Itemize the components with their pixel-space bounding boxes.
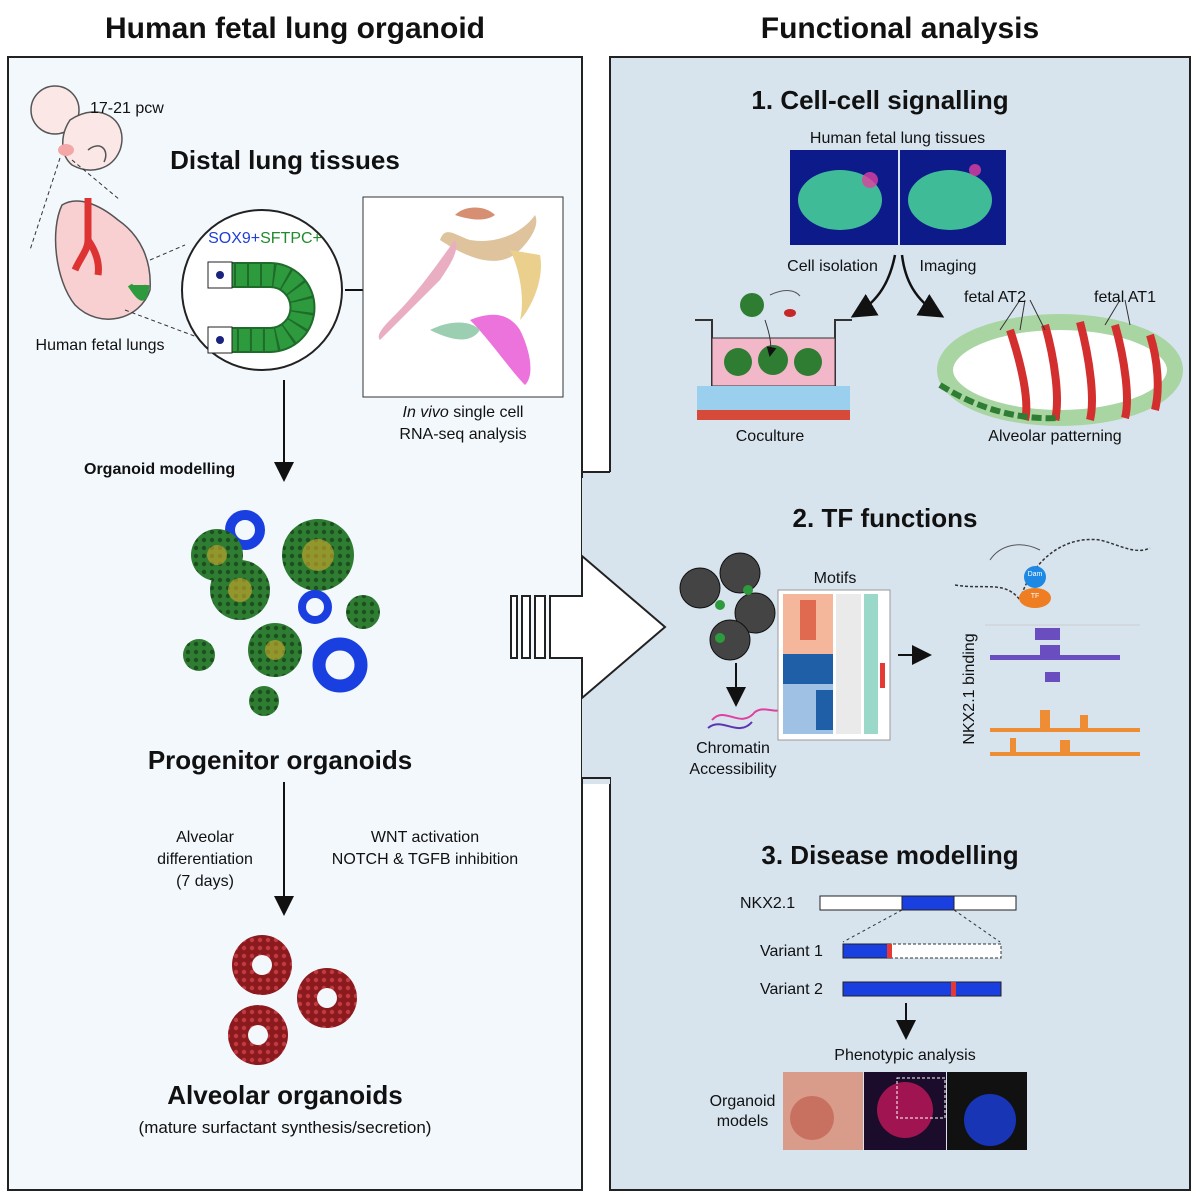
s2-chromatin-2: Accessibility: [689, 761, 777, 778]
section2-title: 2. TF functions: [792, 503, 978, 533]
tissue-title: Distal lung tissues: [170, 145, 400, 175]
wnt-1: WNT activation: [370, 829, 480, 846]
left-header: Human fetal lung organoid: [105, 12, 485, 45]
progenitor-title: Progenitor organoids: [147, 745, 413, 775]
fetus-icon: [30, 85, 123, 171]
s3-models-2: models: [716, 1113, 769, 1130]
s2-tf: TF: [1030, 593, 1040, 600]
s1-at1: fetal AT1: [1094, 289, 1156, 306]
s3-phenotypic: Phenotypic analysis: [834, 1047, 976, 1064]
s2-motifs: Motifs: [813, 570, 857, 587]
big-arrow: [510, 553, 667, 701]
section1-title: 1. Cell-cell signalling: [751, 85, 1009, 115]
binding-tracks: [985, 624, 1140, 756]
right-header: Functional analysis: [760, 12, 1040, 45]
rnaseq-label: RNA-seq analysis: [399, 426, 527, 443]
epithelium-cells: [207, 261, 316, 354]
fetal-lungs-label: Human fetal lungs: [35, 337, 165, 354]
invivo-label: In vivo single cell: [363, 402, 563, 423]
s3-gene: NKX2.1: [740, 895, 796, 912]
s2-dam: Dam: [1027, 571, 1043, 578]
s2-chromatin-1: Chromatin: [696, 740, 770, 757]
invivo-rest: single cell: [448, 404, 524, 421]
s1-patterning: Alveolar patterning: [988, 428, 1122, 445]
s1-at2: fetal AT2: [964, 289, 1026, 306]
sftpc-label: SFTPC+: [260, 230, 322, 247]
alveolar-patterning: [937, 299, 1183, 426]
alv-diff-3: (7 days): [176, 873, 234, 890]
invivo-em: In vivo: [402, 404, 449, 421]
s1-imaging: Imaging: [919, 258, 977, 275]
organoid-modelling-label: Organoid modelling: [84, 461, 236, 478]
alveolar-subtitle: (mature surfactant synthesis/secretion): [138, 1118, 432, 1137]
alveolar-organoids-icon: [228, 935, 357, 1065]
s3-variant2: Variant 2: [760, 981, 823, 998]
chromatin-icon: [679, 552, 786, 729]
s3-variant1: Variant 1: [760, 943, 823, 960]
section3-title: 3. Disease modelling: [761, 840, 1019, 870]
progenitor-organoids: [183, 510, 380, 716]
lung-icon: [54, 198, 151, 320]
s3-models-1: Organoid: [709, 1093, 776, 1110]
dam-tf-schematic: [954, 538, 1151, 608]
s2-binding: NKX2.1 binding: [961, 633, 978, 745]
s1-coculture: Coculture: [735, 428, 805, 445]
sox9-label: SOX9+: [208, 230, 261, 247]
variant-bars: [819, 895, 1017, 997]
tissue-images: [790, 150, 1006, 245]
alv-diff-1: Alveolar: [176, 829, 234, 846]
age-label: 17-21 pcw: [90, 100, 164, 117]
alveolar-title: Alveolar organoids: [167, 1080, 403, 1110]
umap-points: [378, 207, 541, 385]
wnt-2: NOTCH & TGFB inhibition: [331, 851, 519, 868]
organoid-images: [783, 1072, 1027, 1150]
marker-label: SOX9+SFTPC+: [195, 230, 335, 248]
coculture-well: [695, 290, 852, 420]
alv-diff-2: differentiation: [157, 851, 253, 868]
s1-isolation: Cell isolation: [787, 258, 878, 275]
s1-tissues: Human fetal lung tissues: [809, 130, 986, 147]
motif-heatmap: [777, 589, 891, 741]
